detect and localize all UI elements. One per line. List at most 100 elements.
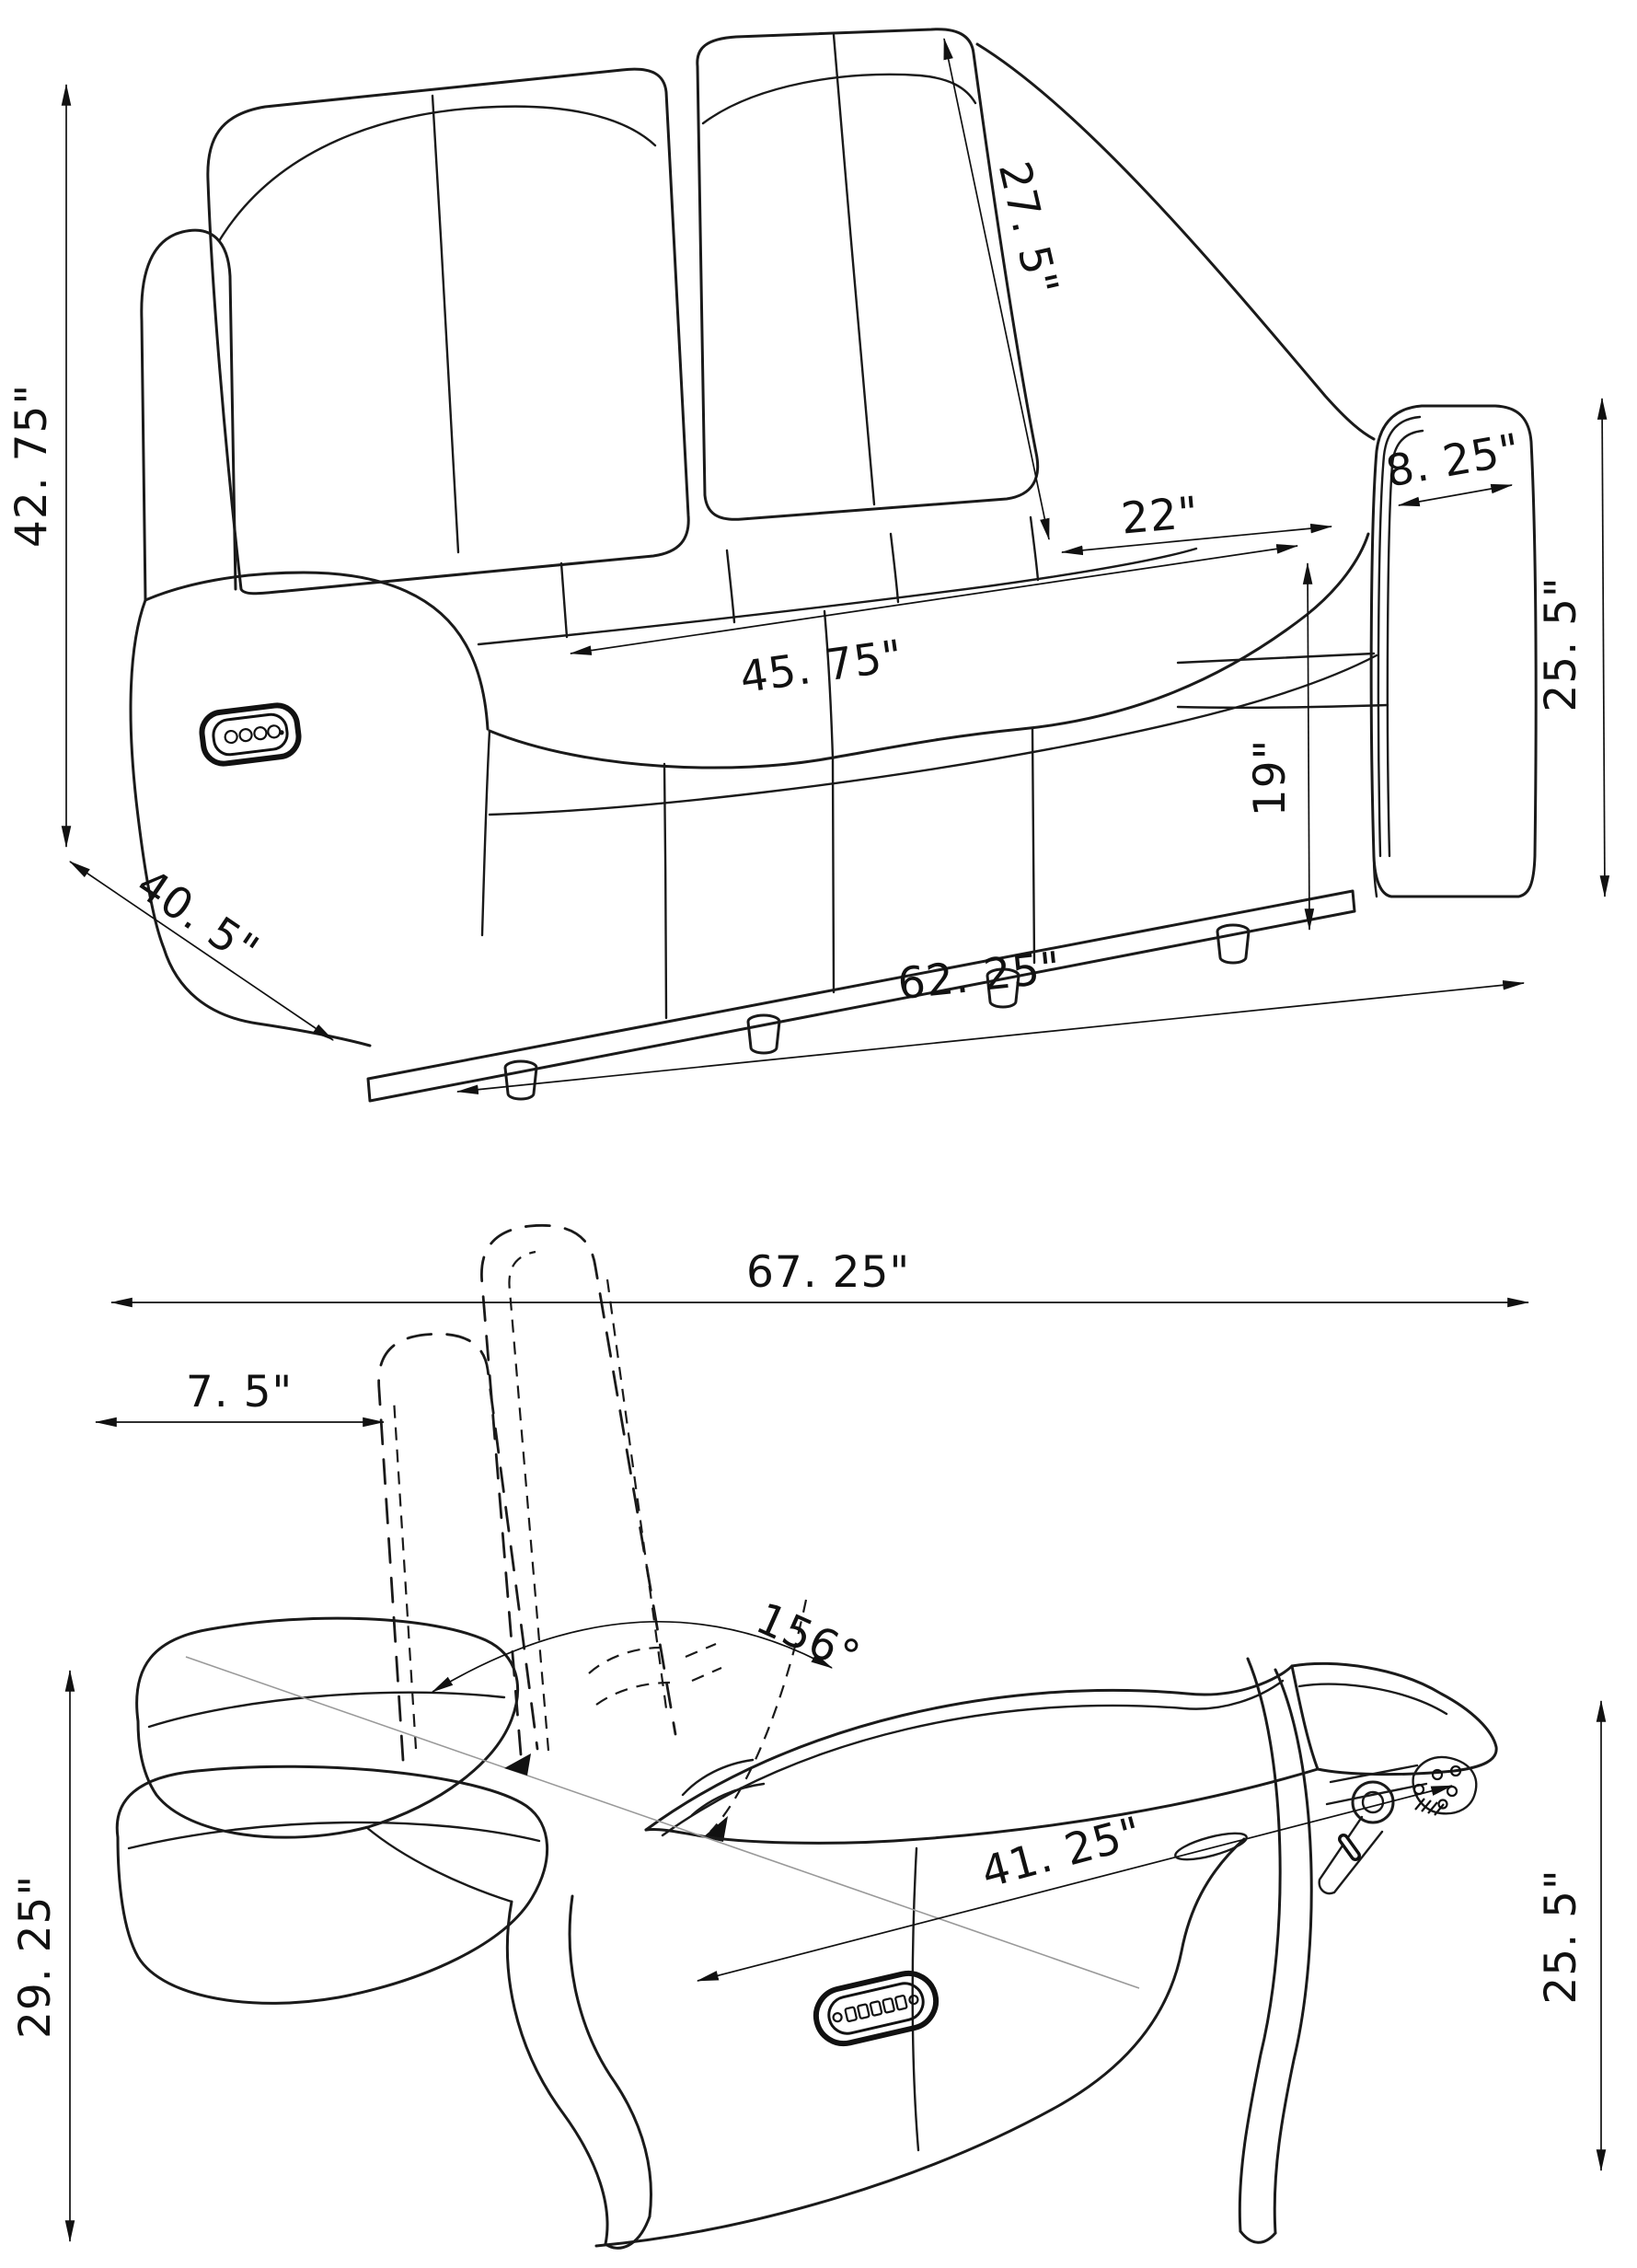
bottom-rail [366,889,1356,1103]
dim-line [696,1785,1454,1982]
left-arm-back-panel [140,228,237,602]
side-wing-inner [1238,1657,1282,2233]
footrest-lower-pad [115,1765,548,2005]
back-cushion-right-center-seam [832,33,876,506]
dim-label-seatback-length: 41. 25" [976,1807,1147,1898]
power-panel-button [238,728,253,743]
power-panel-inner [212,712,289,757]
side-wing-outer [1273,1668,1313,2235]
power-panel-button [894,1995,908,2011]
bracket-hole [1431,1768,1444,1781]
power-panel-recliner [813,1970,940,2047]
back-cushion-left-headrest-seam [217,105,657,243]
dim-label-overall-depth: 40. 5" [127,859,268,977]
seat-front-edge [488,532,1370,770]
ghost-back-rear-inner [392,1398,418,1750]
dim-recline-angle: 156° [431,1593,868,1693]
dim-line [1302,561,1315,932]
power-panel-button [267,724,282,739]
skirt-horizontal-seam [488,654,1378,816]
dim-overall-height: 42. 75" [6,83,72,849]
dim-label-arm-height: 25. 5" [1536,576,1586,712]
dim-label-recline-angle: 156° [749,1593,868,1684]
recliner-reclined-side-view: 67. 25" 7. 5" 156° 41. 25" 29. 25" 25. 5… [10,1223,1607,2250]
dim-seat-depth: 22" [1060,487,1333,556]
left-arm-outer-edge [129,598,372,1047]
back-cushion-left-center-seam [431,94,460,554]
ghost-fold [588,1646,662,1674]
ghost-fold [595,1681,671,1706]
dim-label-seat-depth: 22" [1119,487,1201,544]
dim-label-overall-height: 42. 75" [6,384,57,548]
power-panel-button [224,729,238,745]
leg [746,1013,781,1055]
right-arm-roll-line [1386,429,1424,858]
right-arm-outline [1369,404,1538,898]
ghost-back-front-inner [508,1250,550,1752]
backrest-inner-seam [661,1679,1285,1837]
power-panel-button [832,2012,843,2023]
band-seam [1029,515,1040,582]
dim-line [1397,483,1514,507]
loveseat-body [129,28,1538,1103]
ghost-back-rear [377,1332,539,1762]
dim-arm-width: 8. 25" [1382,424,1525,507]
construction-arrow [504,1753,531,1776]
dim-seat-height: 19" [1245,561,1315,932]
leg [1216,923,1251,965]
dim-line [569,544,1299,655]
front-support-foot [604,2215,651,2250]
dim-label-seat-width: 45. 75" [737,631,906,703]
power-button-panel-icon [199,702,302,767]
footrest-lower-seam [127,1821,541,1850]
footrest-upper-cushion [135,1616,519,1839]
footrest-link [364,1825,513,1904]
dim-label-seat-height: 19" [1245,739,1296,816]
side-panel-bottom [594,1837,1246,2248]
power-panel-button [253,726,268,741]
ghost-back-front-inner [605,1279,668,1709]
headrest-seam [1297,1683,1448,1716]
dim-label-reclined-height: 29. 25" [10,1875,61,2039]
footrest-upper-seam [147,1691,506,1729]
leg [503,1059,538,1101]
seat-rear-line [1176,703,1389,710]
band-seam [725,549,736,624]
dim-seatback-length: 41. 25" [696,1785,1454,1982]
right-arm-front-lines [1176,652,1378,898]
band-seam [559,561,569,639]
dim-line-buttonhole [1174,1832,1248,1861]
power-panel-button [844,2006,858,2022]
dim-reclined-height: 29. 25" [10,1669,75,2243]
dim-label-wall-clearance: 7. 5" [186,1367,293,1418]
headrest [1290,1661,1498,1776]
dim-overall-depth: 40. 5" [69,859,334,1041]
ghost-back-front [480,1223,677,1756]
dim-wall-clearance: 7. 5" [94,1367,386,1428]
back-cushion-right [696,28,1040,521]
power-panel-loveseat [199,702,302,767]
power-panel-button [882,1997,895,2014]
front-support [506,1900,609,2246]
power-panel-dot [279,730,284,735]
front-support-inner [568,1894,652,2218]
dim-line [1597,397,1610,898]
dim-line [69,861,334,1041]
skirt-seam [1031,727,1036,965]
dim-label-overall-width: 62. 25" [895,943,1064,1010]
seat-left-edge [480,729,491,937]
back-cushion-left [206,67,690,596]
angle-arc [431,1620,834,1693]
dim-label-reclined-length: 67. 25" [746,1247,910,1298]
dim-reclined-length: 67. 25" [110,1247,1530,1308]
dim-back-cushion-height: 27. 5" [943,37,1067,541]
power-panel-inner [827,1982,925,2035]
dim-label-recliner-arm-height: 25. 5" [1536,1869,1586,2004]
power-panel-button [869,2000,883,2017]
dim-arm-height: 25. 5" [1536,397,1610,898]
side-wing-bottom [1239,2229,1277,2244]
recline-mechanism [1318,1755,1478,1895]
power-panel-button [908,1994,919,2006]
